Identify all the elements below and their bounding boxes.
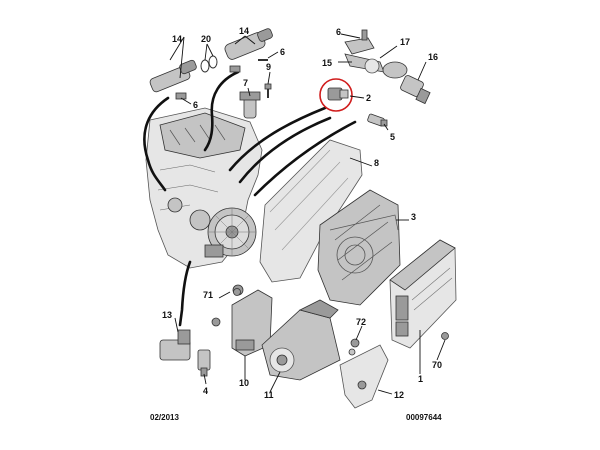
callout-5: 5 <box>390 132 395 142</box>
part-11-actuator <box>261 299 341 381</box>
callout-11: 11 <box>264 390 274 400</box>
part-2-sensor <box>319 78 353 112</box>
callout-6-upper: 6 <box>280 47 285 57</box>
engine-block <box>145 107 263 269</box>
callout-20: 20 <box>201 34 211 44</box>
callout-72: 72 <box>356 317 366 327</box>
callout-labels: 14 20 14 6 6 9 7 6 17 16 15 2 5 8 3 70 1… <box>162 26 442 400</box>
callout-16: 16 <box>428 52 438 62</box>
highlight-circle <box>319 78 353 112</box>
reference-number: 00097644 <box>406 413 442 422</box>
callout-15: 15 <box>322 58 332 68</box>
callout-4: 4 <box>203 386 208 396</box>
callout-14-left: 14 <box>172 34 182 44</box>
callout-3: 3 <box>411 212 416 222</box>
callout-6-right: 6 <box>336 27 341 37</box>
callout-1: 1 <box>418 374 423 384</box>
fasteners <box>211 288 449 356</box>
callout-13: 13 <box>162 310 172 320</box>
part-15-16-17-assembly <box>344 29 431 105</box>
callout-8: 8 <box>374 158 379 168</box>
callout-10: 10 <box>239 378 249 388</box>
callout-2: 2 <box>366 93 371 103</box>
part-4-sensor <box>197 349 211 377</box>
callout-70: 70 <box>432 360 442 370</box>
part-14-sensor <box>149 28 273 100</box>
callout-9: 9 <box>266 62 271 72</box>
callout-71: 71 <box>203 290 213 300</box>
leader-lines <box>169 33 446 395</box>
callout-12: 12 <box>394 390 404 400</box>
callout-14-right: 14 <box>239 26 249 36</box>
callout-6-left: 6 <box>193 100 198 110</box>
part-1-ecu <box>389 239 457 349</box>
date-code: 02/2013 <box>150 413 179 422</box>
callout-17: 17 <box>400 37 410 47</box>
part-12-bracket <box>339 344 389 409</box>
part-5-sensor <box>367 113 388 127</box>
callout-7: 7 <box>243 78 248 88</box>
part-13-sensor <box>159 329 191 361</box>
part-3-bracket <box>317 189 401 306</box>
wiring-harness <box>143 70 357 327</box>
